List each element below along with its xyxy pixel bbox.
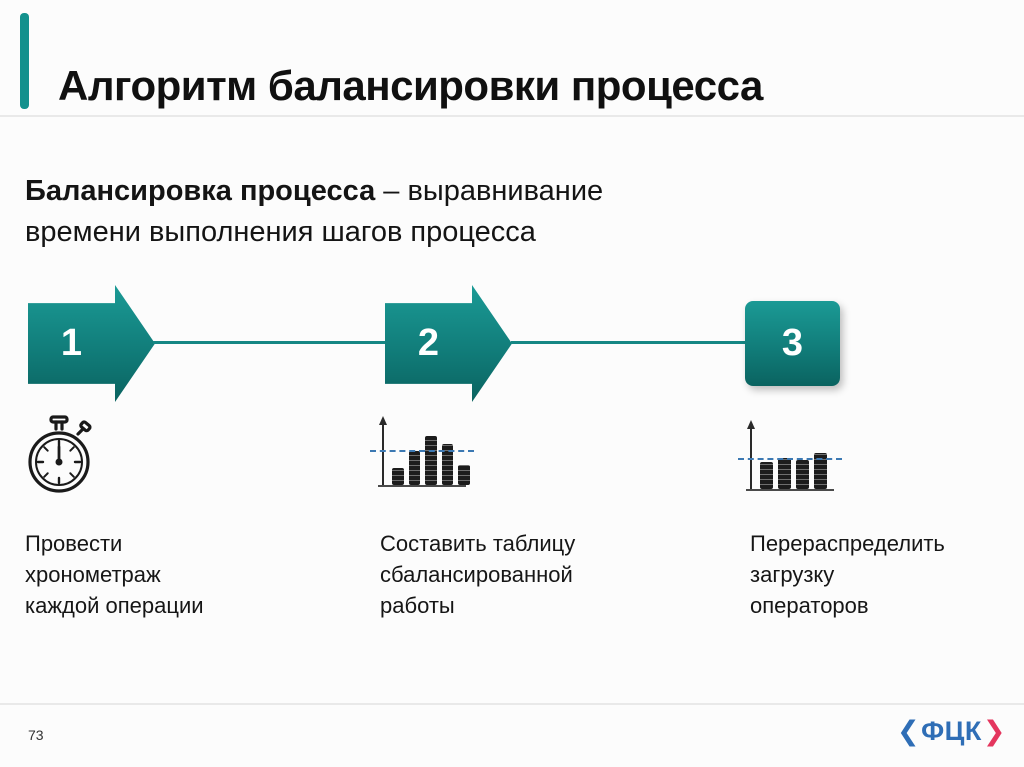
connector-line-1 bbox=[153, 341, 385, 344]
header-divider bbox=[0, 115, 1024, 117]
axis-arrow-icon bbox=[747, 420, 755, 429]
baseline bbox=[378, 485, 466, 487]
step-caption-1: Провести хронометраж каждой операции bbox=[25, 531, 204, 619]
page-title: Алгоритм балансировки процесса bbox=[58, 62, 763, 110]
step-caption-3: Перераспределить загрузку операторов bbox=[750, 531, 945, 619]
stopwatch-icon bbox=[28, 415, 92, 493]
connector-line-2 bbox=[511, 341, 745, 344]
step-arrow-2: 2 bbox=[385, 285, 512, 402]
target-level-dashed-line bbox=[738, 458, 842, 460]
unbalanced-bars-chart-icon bbox=[370, 416, 474, 496]
definition-term: Балансировка процесса bbox=[25, 175, 376, 207]
axis-arrow-icon bbox=[379, 416, 387, 425]
baseline bbox=[746, 489, 834, 491]
footer-divider bbox=[0, 703, 1024, 705]
axis-line bbox=[382, 424, 384, 487]
step-caption-2: Составить таблицу сбалансированной работ… bbox=[380, 531, 576, 619]
page-number: 73 bbox=[28, 727, 44, 743]
logo-text: ФЦК bbox=[921, 716, 982, 746]
logo-left-bracket-icon: ❮ bbox=[897, 716, 921, 746]
definition-rest: – выравнивание времени выполнения шагов … bbox=[25, 175, 604, 249]
fck-logo: ❮ФЦК❯ bbox=[897, 716, 1006, 747]
step-number-3: 3 bbox=[781, 322, 804, 364]
step-box-3: 3 bbox=[745, 301, 840, 386]
step-number-2: 2 bbox=[417, 322, 440, 364]
target-level-dashed-line bbox=[370, 450, 474, 452]
bars bbox=[760, 453, 838, 489]
step-arrow-1: 1 bbox=[28, 285, 155, 402]
title-accent-bar bbox=[20, 13, 29, 109]
definition-text: Балансировка процесса – выравнивание вре… bbox=[25, 171, 725, 253]
balanced-bars-chart-icon bbox=[738, 420, 842, 500]
step-number-1: 1 bbox=[60, 322, 83, 364]
bars bbox=[392, 436, 470, 485]
logo-right-bracket-icon: ❯ bbox=[982, 716, 1006, 746]
